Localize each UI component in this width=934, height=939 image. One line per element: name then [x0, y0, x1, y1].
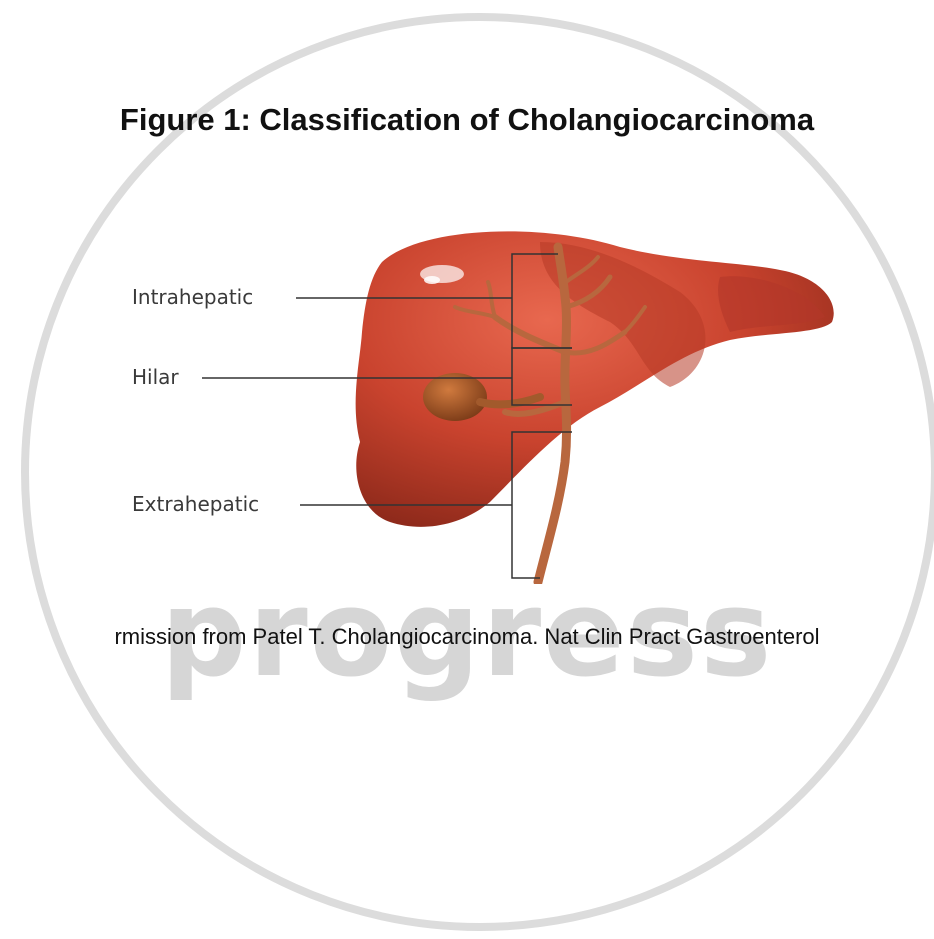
label-extrahepatic: Extrahepatic — [132, 492, 259, 516]
figure-caption: rmission from Patel T. Cholangiocarcinom… — [0, 624, 934, 650]
figure-title: Figure 1: Classification of Cholangiocar… — [0, 102, 934, 138]
liver-drawing — [120, 222, 842, 584]
label-hilar: Hilar — [132, 365, 179, 389]
gallbladder — [423, 373, 487, 421]
label-intrahepatic: Intrahepatic — [132, 285, 253, 309]
liver-illustration: Intrahepatic Hilar Extrahepatic — [120, 222, 842, 584]
